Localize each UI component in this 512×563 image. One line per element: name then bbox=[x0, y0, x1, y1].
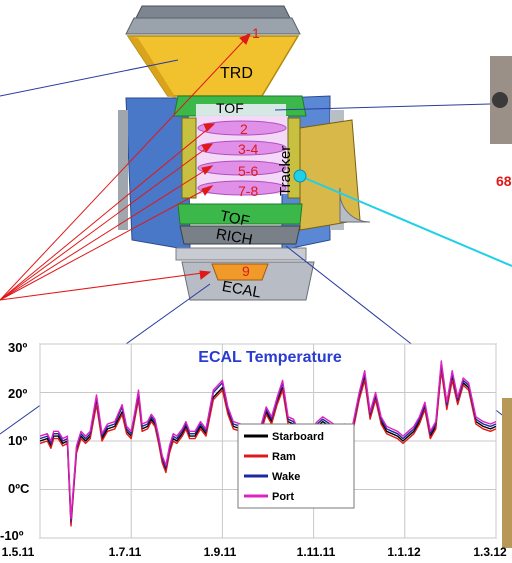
arrow-layer-3-4 bbox=[0, 143, 213, 301]
label-ecal: ECAL bbox=[221, 278, 263, 302]
arrowhead-2 bbox=[203, 123, 216, 132]
layer-2: 2 bbox=[240, 121, 248, 137]
arrowhead-3-4 bbox=[201, 143, 214, 153]
photo-tof-detail bbox=[492, 92, 508, 108]
detector-labels: TRD TOF Tracker TOF RICH ECAL 1 2 3-4 5-… bbox=[215, 25, 512, 302]
arrow-layer-2 bbox=[0, 123, 215, 301]
crate-door bbox=[339, 187, 371, 223]
legend-label-ram: Ram bbox=[272, 451, 296, 463]
arrowhead-9 bbox=[199, 270, 212, 280]
y-tick-label: 30º bbox=[8, 340, 27, 355]
label-tof-upper: TOF bbox=[216, 100, 244, 116]
legend-label-wake: Wake bbox=[272, 471, 300, 483]
y-tick-label: 10º bbox=[8, 433, 27, 448]
arrow-layer-9 bbox=[0, 271, 211, 301]
ecal-orange-block bbox=[211, 263, 269, 281]
electronics-crate bbox=[299, 119, 361, 231]
layer-numbers: 1 2 3-4 5-6 7-8 9 bbox=[238, 25, 260, 279]
red-arrow-fan bbox=[0, 33, 251, 301]
layer-9: 9 bbox=[242, 263, 250, 279]
detector-illustration bbox=[118, 5, 371, 301]
legend-label-port: Port bbox=[272, 491, 294, 503]
pointer-lines bbox=[0, 33, 512, 435]
photo-rich-thumbnail bbox=[502, 398, 512, 548]
arrowhead-1 bbox=[239, 33, 251, 45]
trd-side bbox=[128, 36, 176, 98]
x-tick-label: 1.11.11 bbox=[297, 545, 336, 559]
x-tick-labels: 1.5.11 1.7.11 1.9.11 1.11.11 1.1.12 1.3.… bbox=[2, 545, 507, 559]
tracker-disk-3-4 bbox=[197, 140, 287, 156]
label-tof-lower: TOF bbox=[219, 207, 252, 230]
y-tick-label: 0ºC bbox=[8, 481, 30, 496]
ecal-support bbox=[175, 247, 307, 261]
tof-upper-inner bbox=[196, 104, 286, 116]
x-tick-label: 1.7.11 bbox=[109, 545, 142, 559]
arrow-layer-7-8 bbox=[0, 185, 213, 301]
tof-lower-band bbox=[177, 203, 303, 225]
x-tick-label: 1.3.12 bbox=[473, 545, 507, 559]
trd-lid-rim bbox=[125, 17, 301, 35]
tracker-disk-5-6 bbox=[197, 160, 287, 176]
chart-title: ECAL Temperature bbox=[198, 349, 342, 366]
arrowhead-5-6 bbox=[201, 165, 214, 175]
tracker-cyan-pointer bbox=[299, 175, 512, 267]
chart-legend: Starboard Ram Wake Port bbox=[237, 423, 355, 509]
tracker-disk-7-8 bbox=[197, 180, 287, 196]
tof-right-pointer bbox=[274, 103, 491, 111]
tracker-cyan-dot bbox=[293, 169, 307, 183]
y-tick-label: -10º bbox=[0, 528, 24, 543]
layer-7-8: 7-8 bbox=[238, 183, 258, 199]
label-trd: TRD bbox=[220, 65, 253, 82]
side-text: 68 bbox=[496, 173, 512, 189]
legend-label-starboard: Starboard bbox=[272, 431, 324, 443]
electronics-left bbox=[181, 117, 197, 199]
frame-strut-left bbox=[118, 110, 128, 230]
photo-thumbnails bbox=[490, 56, 512, 548]
tracker-disk-2 bbox=[197, 120, 287, 136]
y-tick-labels: -10º 0ºC 10º 20º 30º bbox=[0, 340, 30, 543]
y-tick-label: 20º bbox=[8, 386, 27, 401]
rich-body bbox=[179, 225, 301, 245]
layer-5-6: 5-6 bbox=[238, 163, 258, 179]
trd-pointer bbox=[0, 59, 179, 97]
arrowhead-7-8 bbox=[201, 185, 214, 196]
x-tick-label: 1.1.12 bbox=[387, 545, 421, 559]
label-rich: RICH bbox=[215, 226, 254, 249]
layer-1: 1 bbox=[252, 25, 260, 41]
label-tracker: Tracker bbox=[277, 146, 294, 196]
arrow-layer-1 bbox=[0, 33, 251, 301]
x-tick-label: 1.9.11 bbox=[204, 545, 237, 559]
legend-box bbox=[237, 423, 355, 509]
trd-top-plate bbox=[135, 5, 291, 19]
layer-3-4: 3-4 bbox=[238, 141, 258, 157]
ecal-temperature-chart: ECAL Temperature -10º 0ºC 10º 20º 30º 1.… bbox=[0, 340, 507, 559]
arrow-layer-5-6 bbox=[0, 165, 213, 301]
x-tick-label: 1.5.11 bbox=[2, 545, 35, 559]
